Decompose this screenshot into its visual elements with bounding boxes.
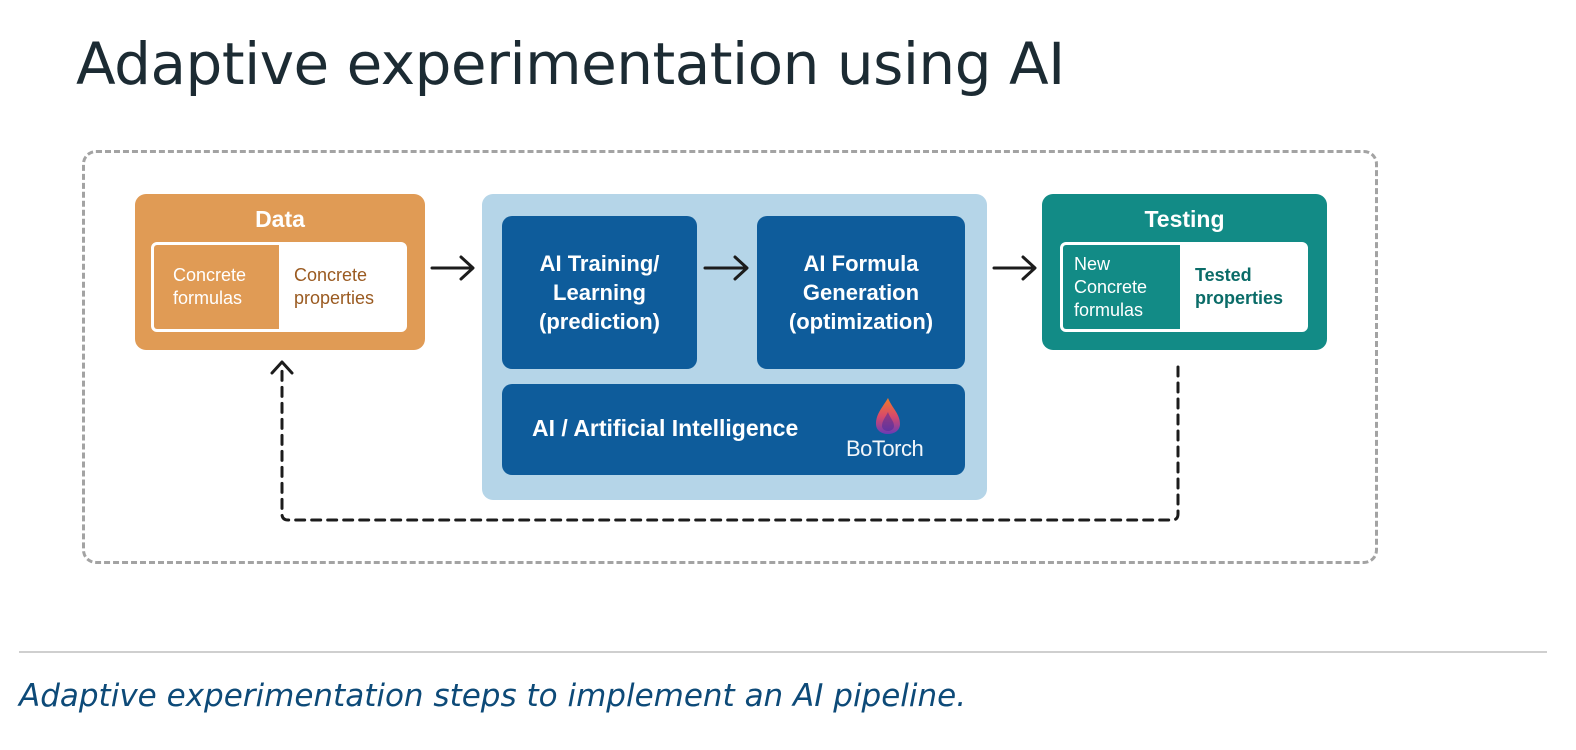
cell-line: New — [1074, 253, 1111, 274]
testing-panel-title: Testing — [1144, 206, 1225, 232]
cell-line: Concrete — [294, 265, 368, 285]
box-line: (prediction) — [539, 309, 660, 334]
cell-line: Concrete — [173, 265, 247, 285]
cell-line: properties — [1195, 288, 1284, 308]
botorch-flame-icon — [876, 398, 900, 434]
box-line: AI Training/ — [539, 251, 660, 276]
figure-caption: Adaptive experimentation steps to implem… — [19, 678, 967, 714]
new-concrete-formulas-cell: New Concrete formulas — [1063, 245, 1180, 329]
cell-line: Tested — [1195, 265, 1252, 285]
box-line: AI Formula — [803, 251, 919, 276]
box-line: Generation — [802, 280, 920, 305]
cell-line: formulas — [173, 288, 243, 308]
data-panel-inner: Concrete formulas Concrete properties — [151, 242, 407, 332]
page-title: Adaptive experimentation using AI — [76, 30, 1065, 98]
divider — [19, 651, 1547, 653]
ai-training-box: AI Training/ Learning (prediction) — [502, 216, 697, 369]
box-line: (optimization) — [788, 309, 934, 334]
concrete-properties-cell: Concrete properties — [279, 245, 404, 329]
ai-formula-generation-box: AI Formula Generation (optimization) — [757, 216, 965, 369]
cell-line: Concrete — [1074, 276, 1148, 297]
data-panel: Data Concrete formulas Concrete properti… — [135, 194, 425, 350]
cell-line: formulas — [1074, 299, 1144, 320]
tested-properties-cell: Tested properties — [1180, 245, 1305, 329]
cell-line: properties — [294, 288, 375, 308]
arrow-generation-to-testing-icon — [992, 255, 1037, 281]
box-line: Learning — [553, 280, 646, 305]
feedback-loop-arrow-icon — [270, 360, 1180, 522]
testing-panel-inner: New Concrete formulas Tested properties — [1060, 242, 1308, 332]
artificial-intelligence-box: AI / Artificial Intelligence BoTorch — [502, 384, 965, 475]
arrow-data-to-training-icon — [430, 255, 475, 281]
concrete-formulas-cell: Concrete formulas — [154, 245, 279, 329]
testing-panel: Testing New Concrete formulas Tested pro… — [1042, 194, 1327, 350]
pipeline-frame — [82, 150, 1378, 564]
ai-label: AI / Artificial Intelligence — [532, 415, 799, 441]
data-panel-title: Data — [255, 206, 305, 232]
arrow-training-to-generation-icon — [703, 255, 749, 281]
botorch-logo-text: BoTorch — [846, 436, 924, 461]
